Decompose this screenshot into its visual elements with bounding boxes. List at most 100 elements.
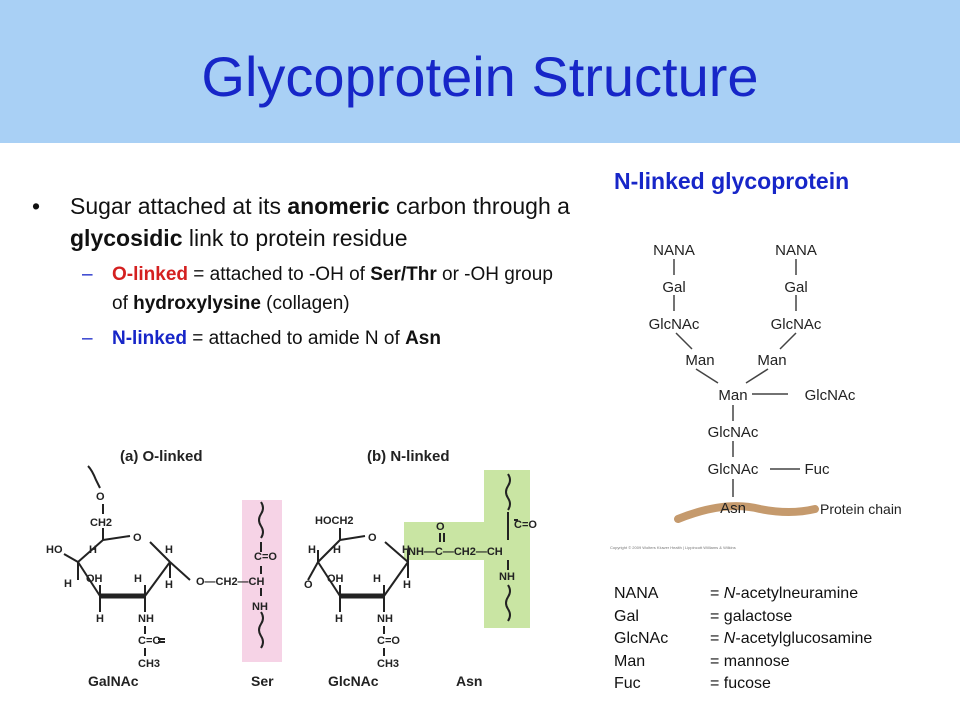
atom-oh: OH	[86, 573, 103, 585]
ring-oxygen: O	[133, 532, 142, 544]
term-anomeric: anomeric	[287, 193, 390, 219]
atom-h: H	[402, 544, 410, 556]
glcnac-label: GlcNAc	[328, 673, 379, 689]
asn-backbone	[505, 473, 518, 622]
text: = attached to amide N of	[186, 328, 406, 349]
atom-h: H	[335, 613, 343, 625]
legend-eq: =	[710, 607, 724, 625]
n-glycan-diagram: NANA NANA Gal Gal GlcNAc GlcNAc Man Man …	[649, 242, 902, 523]
legend-abbr: Fuc	[614, 675, 641, 692]
atom-ch2: CH2	[90, 517, 112, 529]
node-man-right: Man	[757, 352, 786, 369]
sub-bullet-o-linked: – O-linked = attached to -OH of Ser/Thr …	[32, 260, 572, 318]
bullet-dot: •	[32, 193, 41, 219]
text: = attached to -OH of	[188, 264, 371, 285]
node-gal-left: Gal	[662, 279, 685, 296]
legend-italic: N	[723, 630, 736, 647]
atom-ch3: CH3	[377, 658, 399, 670]
atom-h: H	[403, 579, 411, 591]
ring-oxygen: O	[368, 532, 377, 544]
legend-row: Gal = galactose	[614, 606, 872, 629]
legend-meaning: -acetylneuramine	[735, 585, 859, 602]
legend-meaning: -acetylglucosamine	[735, 630, 873, 647]
o-ch2-ch-link: O—CH2—CH	[196, 576, 265, 588]
legend-meaning: galactose	[723, 607, 793, 625]
atom-h: H	[165, 544, 173, 556]
node-glcnac-core-2: GlcNAc	[708, 461, 759, 478]
o-linked-label: O-linked	[112, 264, 189, 285]
atom-h: H	[134, 573, 142, 585]
legend-eq: =	[710, 585, 724, 602]
node-glcnac-core-1: GlcNAc	[708, 424, 759, 441]
text: Sugar attached at its	[70, 193, 288, 219]
atom-o: O	[96, 491, 105, 503]
atom-hoch2: HOCH2	[315, 515, 354, 527]
protein-chain	[674, 502, 819, 523]
node-man-core: Man	[718, 387, 747, 404]
text: carbon through a	[389, 193, 570, 219]
legend-row: GlcNAc = N-acetylglucosamine	[614, 628, 872, 651]
legend-abbr: Gal	[614, 607, 639, 625]
text: link to protein residue	[182, 225, 408, 251]
slide-title: Glycoprotein Structure	[201, 45, 759, 108]
node-gal-right: Gal	[784, 279, 807, 296]
copyright-text: Copyright © 2009 Wolters Kluwer Health |…	[610, 545, 736, 550]
legend-meaning: fucose	[723, 675, 771, 692]
title-bar	[0, 0, 960, 143]
legend-meaning: mannose	[723, 652, 790, 670]
legend-eq: =	[710, 675, 724, 692]
panel-a-label: (a) O-linked	[120, 448, 203, 465]
node-fuc: Fuc	[804, 461, 830, 478]
atom-co: C=O	[377, 635, 400, 647]
node-nana-right: NANA	[775, 242, 817, 259]
atom-co: C=O	[138, 635, 161, 647]
atom-o: O	[436, 521, 445, 533]
atom-h: H	[165, 579, 173, 591]
atom-o: O	[304, 579, 313, 591]
node-nana-left: NANA	[653, 242, 695, 259]
atom-h: H	[333, 544, 341, 556]
abbreviation-legend: NANA = N-acetylneuramine Gal = galactose…	[614, 583, 872, 696]
ser-label: Ser	[251, 673, 274, 689]
atom-h: H	[89, 544, 97, 556]
atom-ho: HO	[46, 544, 63, 556]
bullet-list: • Sugar attached at its anomeric carbon …	[32, 190, 572, 353]
term-hydroxylysine: hydroxylysine	[133, 293, 261, 314]
ser-backbone	[258, 501, 264, 649]
asn-label: Asn	[456, 673, 482, 689]
legend-row: NANA = N-acetylneuramine	[614, 583, 872, 606]
sub-bullet-dash: –	[82, 264, 93, 285]
legend-abbr: Man	[614, 652, 646, 670]
atom-nh: NH	[138, 613, 154, 625]
nh-c-ch2-ch-link: NH—C—CH2—CH	[408, 546, 503, 558]
atom-nh: NH	[499, 571, 515, 583]
node-man-left: Man	[685, 352, 714, 369]
galnac-label: GalNAc	[88, 673, 139, 689]
legend-eq: =	[710, 630, 724, 647]
n-linked-label: N-linked	[112, 328, 187, 349]
atom-co: C=O	[514, 519, 537, 531]
protein-chain-label: Protein chain	[820, 501, 902, 517]
atom-co: C=O	[254, 551, 277, 563]
linkage-structures: (a) O-linked (b) N-linked	[46, 448, 537, 689]
legend-abbr: NANA	[614, 585, 659, 602]
term-ser-thr: Ser/Thr	[370, 264, 437, 285]
term-asn: Asn	[405, 328, 441, 349]
node-glcnac-left: GlcNAc	[649, 316, 700, 333]
bullet-main: • Sugar attached at its anomeric carbon …	[32, 190, 572, 254]
galnac-ring	[63, 465, 191, 656]
panel-b-label: (b) N-linked	[367, 448, 450, 465]
n-linked-title: N-linked glycoprotein	[614, 168, 850, 194]
text: (collagen)	[260, 293, 350, 314]
atom-h: H	[308, 544, 316, 556]
legend-row: Fuc = fucose	[614, 673, 872, 696]
term-glycosidic: glycosidic	[70, 225, 183, 251]
atom-h: H	[373, 573, 381, 585]
glcnac-ring	[307, 528, 445, 656]
legend-abbr: GlcNAc	[614, 630, 669, 647]
legend-italic: N	[723, 585, 736, 602]
node-glcnac-right: GlcNAc	[771, 316, 822, 333]
atom-nh: NH	[377, 613, 393, 625]
sub-bullet-n-linked: – N-linked = attached to amide N of Asn	[32, 324, 572, 353]
atom-nh: NH	[252, 601, 268, 613]
